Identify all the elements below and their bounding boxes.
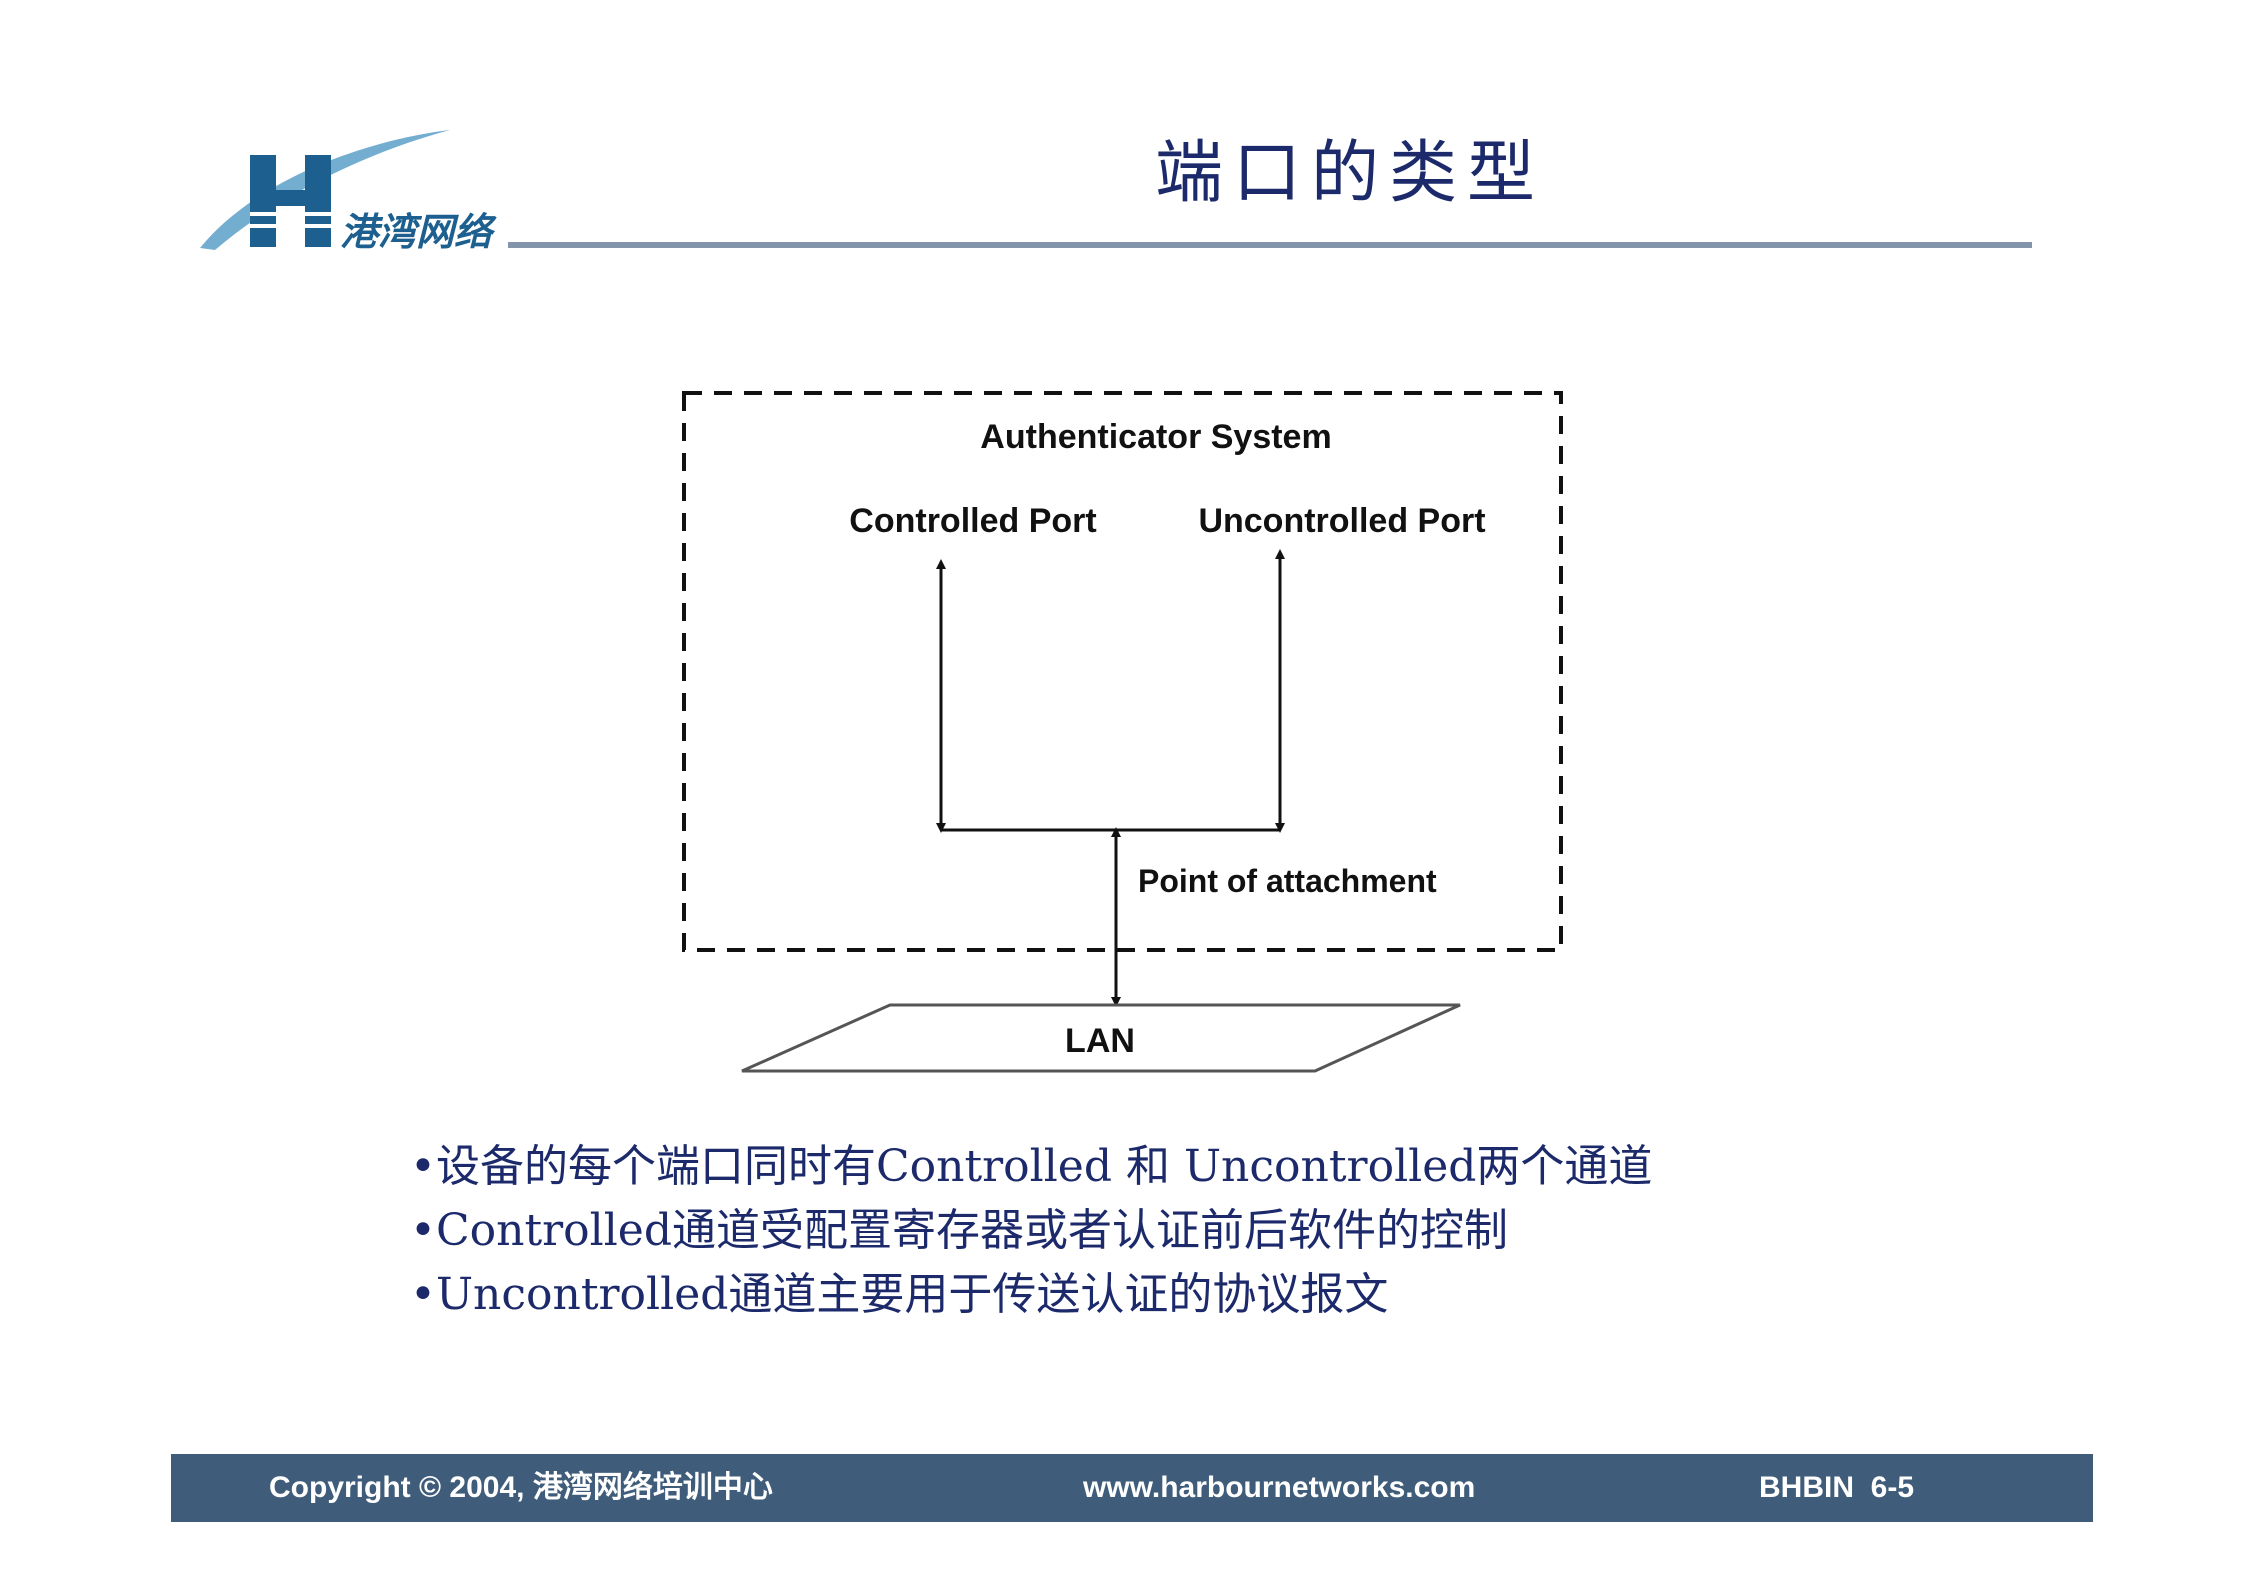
bullet-item: •Controlled通道受配置寄存器或者认证前后软件的控制	[410, 1205, 1509, 1256]
controlled-port-label: Controlled Port	[849, 502, 1096, 540]
logo-text: 港湾网络	[340, 210, 497, 254]
lan-label: LAN	[1065, 1022, 1135, 1060]
lan-plane	[741, 1003, 1461, 1073]
footer-page-number: BHBIN 6-5	[1759, 1471, 1915, 1504]
bullet-item: •Uncontrolled通道主要用于传送认证的协议报文	[410, 1269, 1389, 1320]
bullet-item: •设备的每个端口同时有Controlled 和 Uncontrolled两个通道	[410, 1141, 1653, 1192]
header-divider	[508, 242, 2032, 248]
point-of-attachment-label: Point of attachment	[1138, 863, 1437, 899]
authenticator-system-box	[682, 391, 1563, 952]
footer-copyright: Copyright © 2004, 港湾网络培训中心	[269, 1471, 773, 1504]
footer-bar: Copyright © 2004, 港湾网络培训中心 www.harbourne…	[171, 1454, 2093, 1522]
uncontrolled-port-label: Uncontrolled Port	[1198, 502, 1485, 540]
harbour-networks-logo: 港湾网络	[200, 130, 497, 254]
bullet-list: •设备的每个端口同时有Controlled 和 Uncontrolled两个通道…	[410, 1135, 1850, 1327]
authenticator-system-label: Authenticator System	[980, 418, 1331, 456]
page-title: 端口的类型	[1154, 134, 1545, 213]
footer-url: www.harbournetworks.com	[1083, 1471, 1476, 1504]
